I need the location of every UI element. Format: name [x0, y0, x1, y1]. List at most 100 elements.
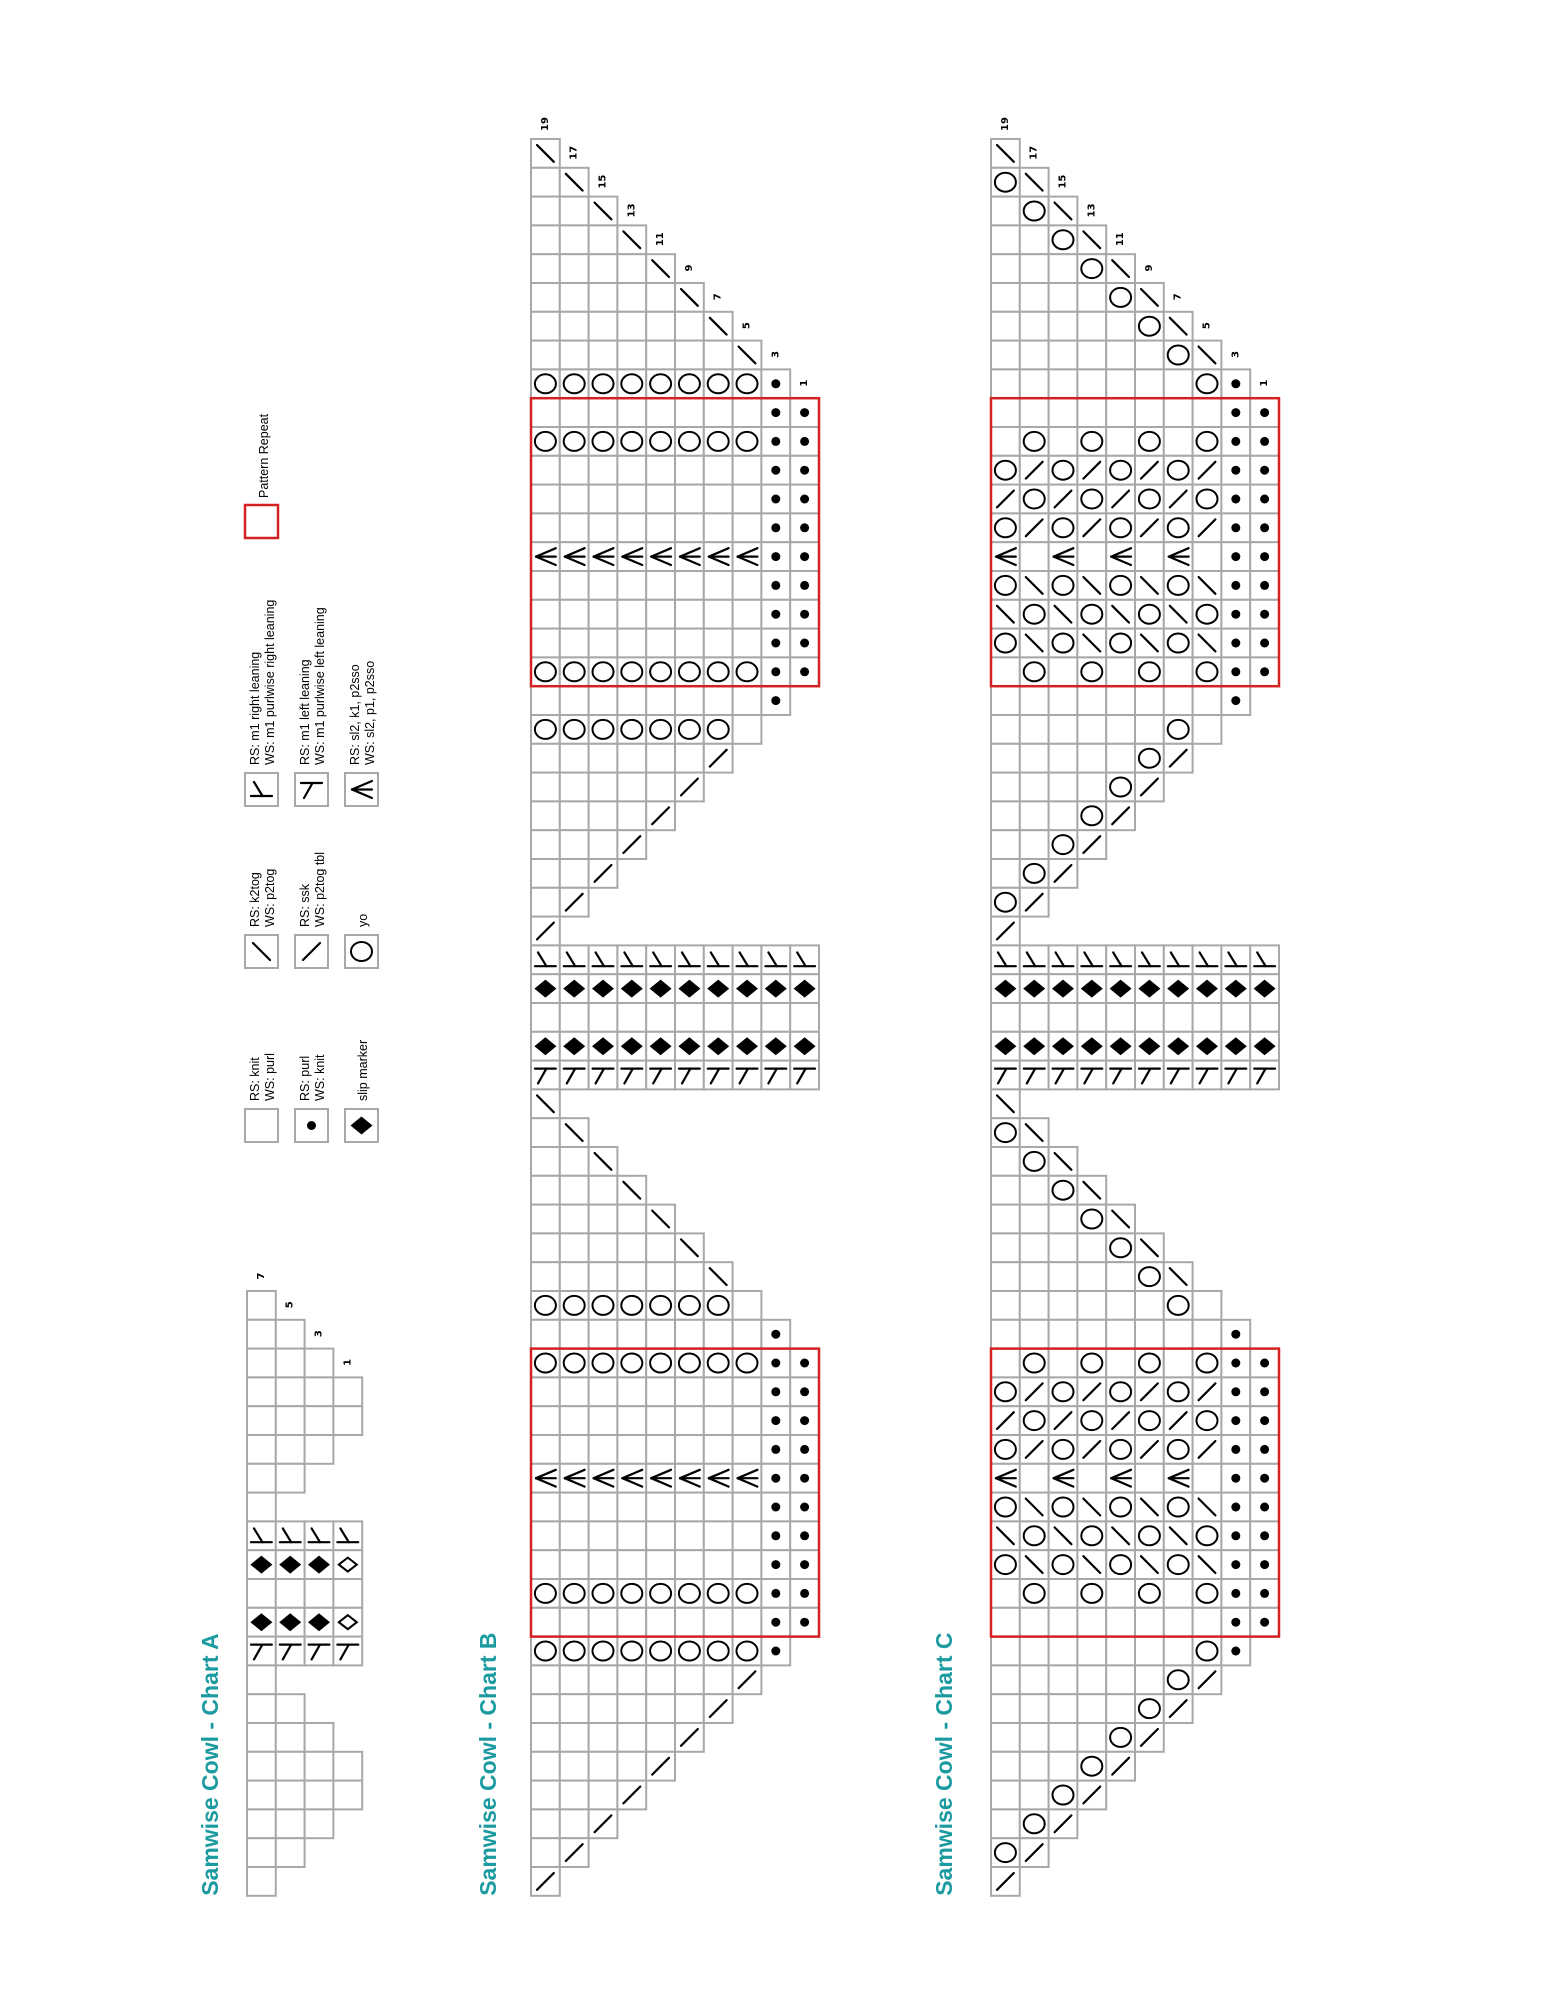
chart-cell-knit [587, 1693, 619, 1724]
cell-box [645, 1664, 677, 1696]
ssk-icon [737, 1670, 757, 1690]
purl-icon [1231, 1560, 1241, 1570]
cell-box [645, 570, 677, 601]
chart-cell-slip-marker [731, 973, 763, 1005]
chart-cell-yo [674, 1290, 705, 1321]
chart-cell-yo [616, 714, 648, 745]
cell-box [587, 397, 619, 429]
chart-cell-knit [558, 771, 590, 803]
slip-marker-icon [1052, 979, 1074, 998]
m1-right-icon [1253, 951, 1277, 968]
chart-cell-knit [1134, 714, 1165, 745]
cell-box [246, 1837, 277, 1868]
cell-box [587, 570, 619, 601]
chart-cell-knit [1047, 685, 1079, 717]
m1-left-icon [591, 1067, 615, 1085]
yo-icon [677, 373, 701, 395]
row-number-label: 11 [655, 232, 666, 246]
chart-cell-knit [1105, 656, 1136, 688]
cell-box [558, 1750, 590, 1782]
cell-box [587, 339, 619, 371]
cell-box [558, 1002, 590, 1033]
chart-cell-knit [674, 397, 705, 429]
cell-box [558, 195, 590, 227]
yo-icon [1080, 805, 1104, 827]
cell-box [530, 282, 561, 313]
m1-left-icon [677, 1067, 701, 1085]
stroke [1054, 951, 1066, 968]
cell-box [303, 1779, 335, 1811]
cell-box [616, 570, 648, 601]
chart-cell-knit [990, 1693, 1021, 1724]
chart-cell-yo [1018, 656, 1050, 688]
k2tog-icon [535, 143, 555, 163]
chart-cell-knit [702, 1376, 734, 1408]
m1-right-icon [677, 951, 701, 968]
cell-box [1191, 1318, 1223, 1350]
chart-cell-ssk [1134, 512, 1165, 544]
chart-cell-knit [1047, 1318, 1079, 1350]
stroke [621, 1468, 644, 1480]
k2tog-icon [1111, 604, 1131, 624]
stroke [594, 951, 606, 968]
chart-cell-knit [1018, 1290, 1050, 1321]
cell-box [645, 1606, 677, 1638]
chart-cell-slip-marker [674, 973, 705, 1005]
cell-box [1047, 685, 1079, 717]
cell-box [1047, 339, 1079, 371]
cell-box [990, 1318, 1021, 1350]
cell-box [274, 1808, 306, 1840]
chart-cell-yo [1105, 1232, 1136, 1264]
chart-cell-yo [1191, 656, 1223, 688]
k2tog-icon [651, 259, 671, 279]
purl-icon [771, 408, 781, 418]
row-number-label: 9 [684, 264, 695, 271]
chart-cell-knit [645, 1491, 677, 1523]
purl-icon [800, 1617, 810, 1627]
chart-cell-purl [1220, 397, 1252, 429]
ssk-icon [679, 777, 699, 797]
chart-cell-yo [587, 1290, 619, 1321]
m1-left-icon [706, 1067, 730, 1085]
chart-cell-knit [530, 454, 561, 486]
cell-box [616, 598, 648, 630]
cell-box [1047, 742, 1079, 774]
cell-box [674, 1520, 705, 1552]
chart-cell-knit [1134, 1462, 1165, 1494]
chart-cell-slip-marker [616, 973, 648, 1005]
yo-icon [649, 1294, 673, 1316]
chart-cell-purl [789, 483, 821, 515]
chart-cell-yo [1105, 627, 1136, 659]
purl-icon [1260, 1387, 1270, 1397]
cell-box [1047, 656, 1079, 688]
chart-cell-knit [616, 282, 648, 313]
chart-cell-knit [1047, 1203, 1079, 1235]
chart-cell-purl [760, 1635, 792, 1667]
k2tog-icon [1024, 1555, 1044, 1575]
chart-cell-knit [990, 714, 1021, 745]
cell-box [1249, 944, 1280, 976]
cell-box [274, 1750, 306, 1782]
m1-right-icon [278, 1527, 302, 1544]
cell-box [1076, 685, 1108, 717]
chart-cell-knit [303, 1722, 335, 1753]
chart-cell-knit [246, 1405, 277, 1436]
cell-box [1047, 1347, 1079, 1379]
chart-cell-slip-marker [1018, 973, 1050, 1005]
chart-cell-knit [587, 397, 619, 429]
chart-cell-purl [1249, 627, 1280, 659]
cell-box [246, 1491, 277, 1523]
chart-cell-knit [990, 426, 1021, 457]
k2tog-icon [564, 1123, 584, 1143]
cell-box [702, 339, 734, 371]
cell-box [274, 1376, 306, 1408]
cell-box [558, 800, 590, 832]
cell-box [530, 512, 561, 544]
purl-icon [1231, 1502, 1241, 1512]
sl2-k1-p2sso-icon [350, 779, 374, 800]
chart-cell-yo [530, 426, 561, 457]
chart-cell-knit [616, 1434, 648, 1465]
yo-icon [1137, 1266, 1161, 1288]
chart-cell-knit [558, 627, 590, 659]
purl-icon [800, 1444, 810, 1454]
